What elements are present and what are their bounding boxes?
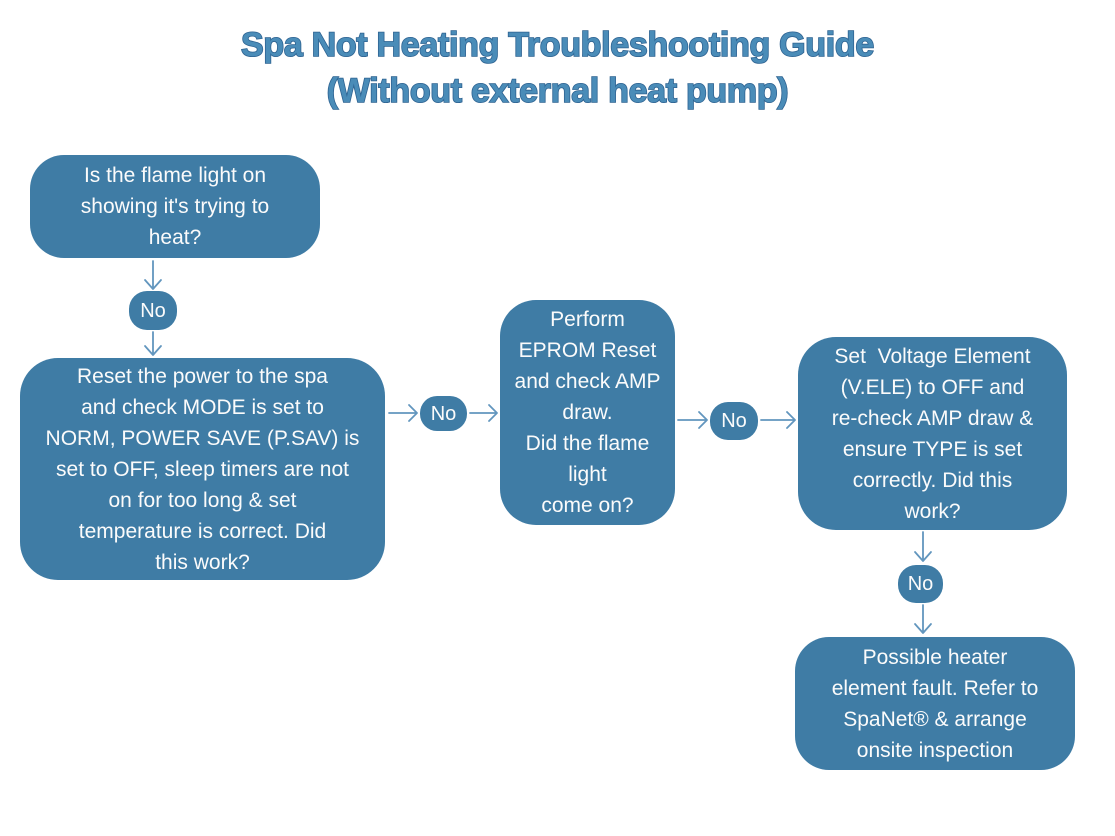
node-power-reset-check: Reset the power to the spa and check MOD… bbox=[20, 358, 385, 580]
node-eprom-reset-check: Perform EPROM Reset and check AMP draw. … bbox=[500, 300, 675, 525]
arrow-right-4 bbox=[760, 411, 796, 429]
arrow-right-2 bbox=[469, 404, 498, 422]
node-heater-element-fault: Possible heater element fault. Refer to … bbox=[795, 637, 1075, 770]
connector-label-no-1: No bbox=[129, 291, 177, 330]
arrow-down-2 bbox=[144, 331, 162, 356]
arrow-right-1 bbox=[388, 404, 418, 422]
connector-label-no-2: No bbox=[420, 396, 467, 431]
connector-label-no-4: No bbox=[898, 565, 943, 603]
node-voltage-element-check: Set Voltage Element (V.ELE) to OFF and r… bbox=[798, 337, 1067, 530]
page-title-line-1: Spa Not Heating Troubleshooting Guide bbox=[240, 25, 875, 65]
page-title: Spa Not Heating Troubleshooting Guide (W… bbox=[0, 22, 1115, 114]
page-title-line-2: (Without external heat pump) bbox=[326, 71, 790, 111]
connector-label-no-3: No bbox=[710, 402, 758, 440]
node-flame-light-question: Is the flame light on showing it's tryin… bbox=[30, 155, 320, 258]
arrow-right-3 bbox=[677, 411, 708, 429]
arrow-down-1 bbox=[144, 260, 162, 290]
arrow-down-3 bbox=[914, 531, 932, 562]
arrow-down-4 bbox=[914, 604, 932, 634]
